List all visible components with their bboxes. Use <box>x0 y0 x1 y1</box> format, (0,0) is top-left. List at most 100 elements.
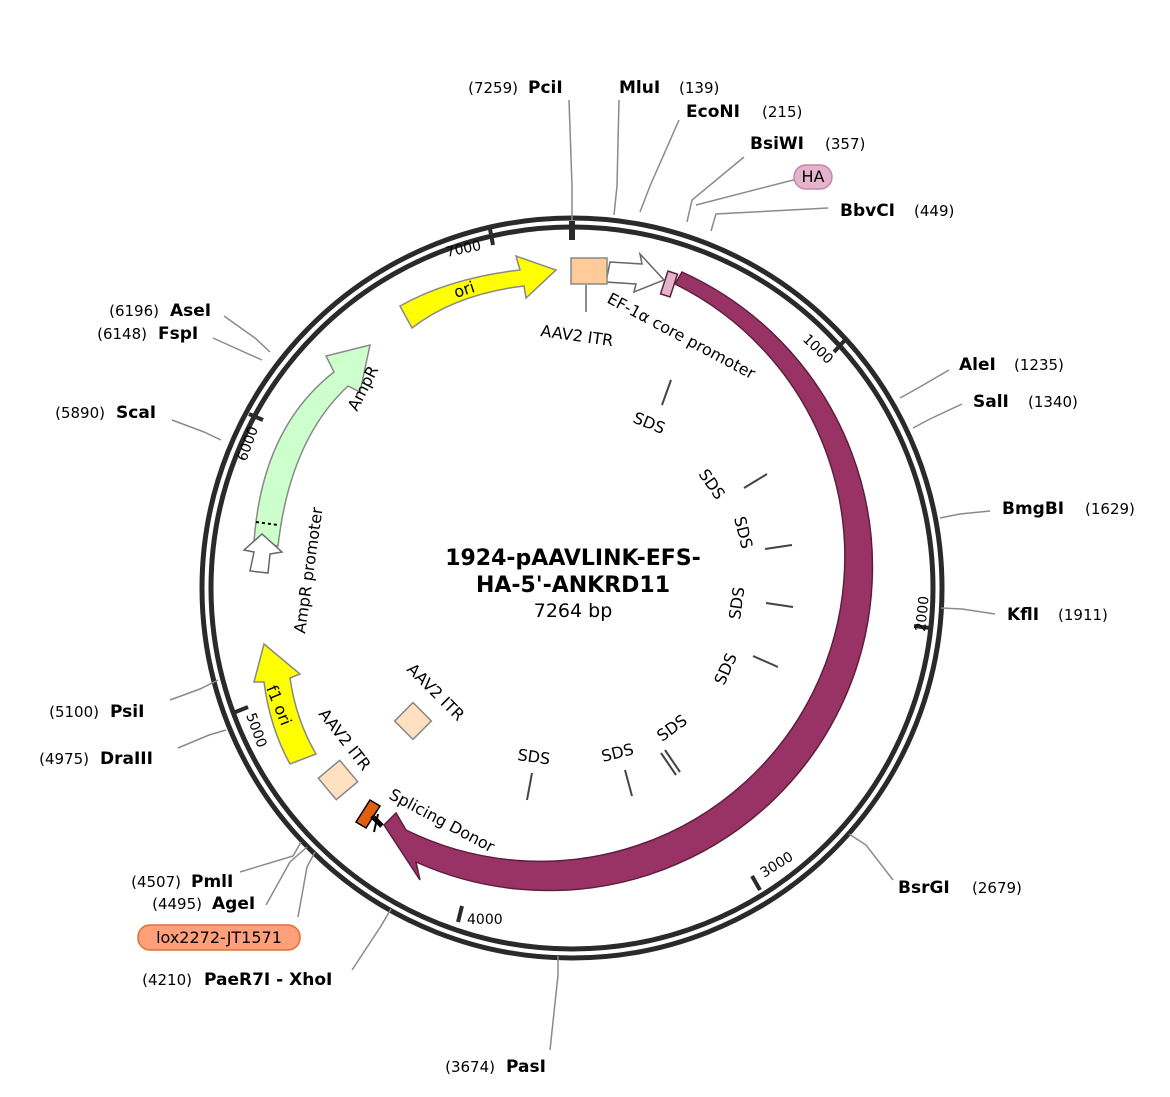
svg-text:(7259): (7259) <box>468 79 518 97</box>
svg-text:SDS: SDS <box>725 586 748 621</box>
svg-text:(6148): (6148) <box>97 325 147 343</box>
svg-text:SDS: SDS <box>730 514 756 550</box>
svg-text:(5100): (5100) <box>49 703 99 721</box>
svg-text:AAV2 ITR: AAV2 ITR <box>539 321 614 350</box>
sds-8: SDS <box>516 745 551 801</box>
svg-text:7000: 7000 <box>445 238 483 261</box>
site-bmgbi: BmgBI (1629) <box>1002 499 1135 519</box>
site-fspi: (6148) FspI <box>97 324 198 344</box>
tick-1000: 1000 <box>799 331 847 368</box>
sds-3: SDS <box>730 514 793 551</box>
site-psii: (5100) PsiI <box>49 702 144 722</box>
svg-text:EcoNI: EcoNI <box>686 102 740 122</box>
tick-2000: 2000 <box>913 595 933 632</box>
svg-text:4000: 4000 <box>467 912 503 928</box>
plasmid-title: 1924-pAAVLINK-EFS- HA-5'-ANKRD11 7264 bp <box>445 546 701 622</box>
feature-f1-ori: f1 ori <box>253 642 318 765</box>
svg-text:(4975): (4975) <box>39 750 89 768</box>
svg-text:SalI: SalI <box>973 392 1009 412</box>
svg-text:(139): (139) <box>679 79 719 97</box>
site-econi: EcoNI (215) <box>686 102 802 122</box>
svg-text:(1340): (1340) <box>1028 393 1078 411</box>
site-bsiwi: BsiWI (357) <box>750 134 865 154</box>
site-bsrgi: BsrGI (2679) <box>898 878 1022 898</box>
svg-text:PasI: PasI <box>506 1057 546 1077</box>
svg-text:SDS: SDS <box>695 465 729 503</box>
svg-text:(449): (449) <box>914 202 954 220</box>
site-paer7i-xhoi: (4210) PaeR7I - XhoI <box>142 970 332 990</box>
svg-text:AleI: AleI <box>959 355 996 375</box>
svg-text:MluI: MluI <box>619 78 660 98</box>
tick-7000: 7000 <box>445 228 495 261</box>
sds-1: SDS <box>631 379 672 438</box>
svg-text:BmgBI: BmgBI <box>1002 499 1064 519</box>
svg-text:AgeI: AgeI <box>212 894 255 914</box>
svg-text:SDS: SDS <box>710 650 741 688</box>
sds-6: SDS <box>653 711 691 776</box>
svg-text:SDS: SDS <box>653 711 691 746</box>
svg-text:BbvCI: BbvCI <box>840 201 895 221</box>
svg-text:1924-pAAVLINK-EFS-: 1924-pAAVLINK-EFS- <box>445 546 701 571</box>
svg-text:ScaI: ScaI <box>116 403 156 423</box>
svg-text:(1911): (1911) <box>1058 606 1108 624</box>
svg-text:AmpR promoter: AmpR promoter <box>290 506 327 635</box>
site-alei: AleI (1235) <box>959 355 1064 375</box>
tick-3000: 3000 <box>750 849 796 891</box>
svg-text:AseI: AseI <box>170 301 211 321</box>
svg-text:(215): (215) <box>762 103 802 121</box>
svg-text:FspI: FspI <box>158 324 198 344</box>
svg-text:HA: HA <box>802 167 825 186</box>
site-pasi: (3674) PasI <box>445 1057 546 1077</box>
svg-text:PciI: PciI <box>528 78 563 98</box>
tick-4000: 4000 <box>456 905 503 928</box>
svg-text:(4495): (4495) <box>152 895 202 913</box>
svg-text:(4210): (4210) <box>142 971 192 989</box>
site-scai: (5890) ScaI <box>55 403 156 423</box>
feature-ori: ori <box>398 254 558 330</box>
sds-5: SDS <box>710 650 779 688</box>
svg-text:PmlI: PmlI <box>191 872 233 892</box>
svg-text:(5890): (5890) <box>55 404 105 422</box>
feature-itr-inner: AAV2 ITR <box>393 659 468 741</box>
svg-text:HA-5'-ANKRD11: HA-5'-ANKRD11 <box>476 573 670 598</box>
site-asei: (6196) AseI <box>109 301 211 321</box>
svg-text:(357): (357) <box>825 135 865 153</box>
svg-text:SDS: SDS <box>516 745 551 768</box>
sds-2: SDS <box>695 465 768 503</box>
site-pmli: (4507) PmlI <box>131 872 233 892</box>
svg-text:(1629): (1629) <box>1085 500 1135 518</box>
site-sali: SalI (1340) <box>973 392 1078 412</box>
feature-lox-site <box>354 798 384 833</box>
badge-ha: HA <box>793 164 833 190</box>
site-bbvci: BbvCI (449) <box>840 201 954 221</box>
svg-text:(1235): (1235) <box>1014 356 1064 374</box>
site-kfli: KflI (1911) <box>1007 605 1108 625</box>
svg-text:PsiI: PsiI <box>110 702 144 722</box>
svg-text:7264 bp: 7264 bp <box>534 600 613 622</box>
svg-text:SDS: SDS <box>599 740 635 766</box>
site-pcii: (7259) PciI <box>468 78 563 98</box>
svg-text:PaeR7I - XhoI: PaeR7I - XhoI <box>204 970 332 990</box>
svg-text:BsiWI: BsiWI <box>750 134 804 154</box>
svg-text:(2679): (2679) <box>972 879 1022 897</box>
badge-lox2272: lox2272-JT1571 <box>137 924 301 951</box>
sds-4: SDS <box>725 586 794 621</box>
svg-text:SDS: SDS <box>631 408 668 438</box>
svg-text:(6196): (6196) <box>109 302 159 320</box>
svg-text:DraIII: DraIII <box>100 749 153 769</box>
svg-text:AAV2 ITR: AAV2 ITR <box>315 705 375 774</box>
site-draiii: (4975) DraIII <box>39 749 153 769</box>
feature-itr-left: AAV2 ITR <box>315 705 375 801</box>
svg-text:2000: 2000 <box>913 595 933 632</box>
site-mlui: MluI (139) <box>619 78 719 98</box>
svg-text:BsrGI: BsrGI <box>898 878 950 898</box>
feature-ha-tag <box>659 270 679 298</box>
svg-text:lox2272-JT1571: lox2272-JT1571 <box>156 928 282 947</box>
site-leaders <box>169 99 996 1051</box>
site-agei: (4495) AgeI <box>152 894 255 914</box>
sds-7: SDS <box>599 740 636 797</box>
svg-text:(4507): (4507) <box>131 873 181 891</box>
svg-text:KflI: KflI <box>1007 605 1039 625</box>
svg-text:(3674): (3674) <box>445 1058 495 1076</box>
